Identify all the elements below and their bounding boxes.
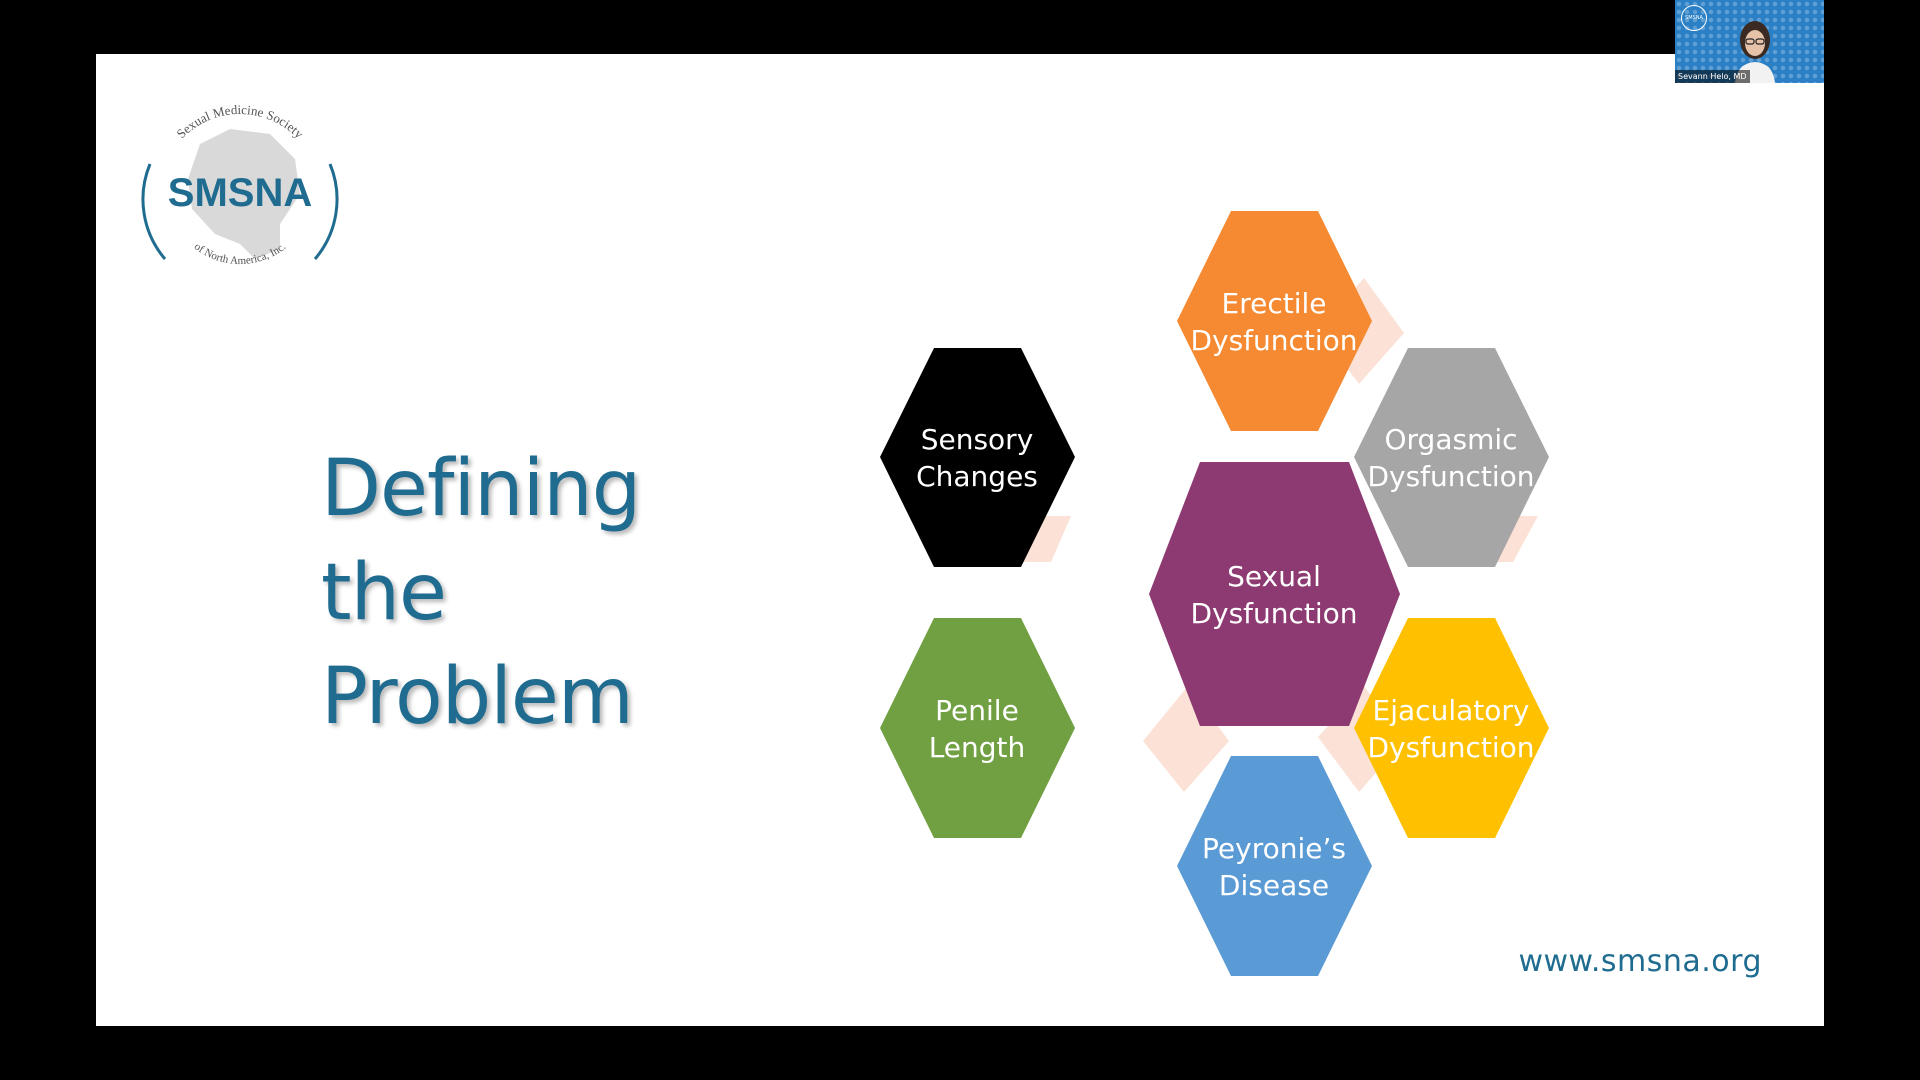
hexagon-top: Erectile Dysfunction [1177, 211, 1372, 431]
hexagon-bottom-right: Ejaculatory Dysfunction [1354, 618, 1549, 838]
hex-center-line1: Sexual [1227, 560, 1321, 593]
hex-bottom-left-line1: Penile [935, 694, 1019, 727]
hexagon-bottom: Peyronie’s Disease [1177, 756, 1372, 976]
slide-title: Defining the Problem [321, 437, 641, 749]
hex-top-line1: Erectile [1222, 287, 1327, 320]
hex-top-line2: Dysfunction [1190, 324, 1357, 357]
hex-bottom-line1: Peyronie’s [1202, 832, 1346, 865]
hex-center-shape [1149, 462, 1400, 726]
hex-bottom-right-line2: Dysfunction [1367, 731, 1534, 764]
hex-top-right-line2: Dysfunction [1367, 460, 1534, 493]
hex-bottom-shape [1177, 756, 1372, 976]
logo-acronym: SMSNA [168, 171, 312, 215]
hex-top-left-line2: Changes [916, 460, 1038, 493]
hex-bottom-right-line1: Ejaculatory [1373, 694, 1530, 727]
hexagon-top-left: Sensory Changes [880, 348, 1075, 567]
hexagon-center: Sexual Dysfunction [1149, 462, 1400, 726]
hex-center-line2: Dysfunction [1190, 597, 1357, 630]
presentation-slide: Sexual Medicine Society of North America… [96, 54, 1824, 1026]
hex-top-shape [1177, 211, 1372, 431]
website-url: www.smsna.org [1518, 944, 1762, 979]
hex-top-right-shape [1354, 348, 1549, 567]
presenter-name: Sevann Helo, MD [1675, 70, 1750, 83]
hex-top-right-line1: Orgasmic [1384, 423, 1517, 456]
title-line: Defining [321, 444, 641, 534]
hex-bottom-right-shape [1354, 618, 1549, 838]
smsna-logo: Sexual Medicine Society of North America… [141, 102, 339, 267]
hexagon-diagram: Sexual Dysfunction Erectile Dysfunction … [880, 211, 1549, 976]
hex-top-left-line1: Sensory [921, 423, 1034, 456]
title-line: Problem [321, 652, 634, 742]
hex-bottom-left-line2: Length [929, 731, 1026, 764]
webcam-thumbnail[interactable]: SMSNA Sevann Helo, MD [1675, 0, 1824, 83]
title-line: the [321, 548, 447, 638]
webcam-badge: SMSNA [1681, 5, 1707, 31]
hex-bottom-left-shape [880, 618, 1075, 838]
hexagon-top-right: Orgasmic Dysfunction [1354, 348, 1549, 567]
hexagon-bottom-left: Penile Length [880, 618, 1075, 838]
hex-top-left-shape [880, 348, 1075, 567]
hex-bottom-line2: Disease [1219, 869, 1329, 902]
